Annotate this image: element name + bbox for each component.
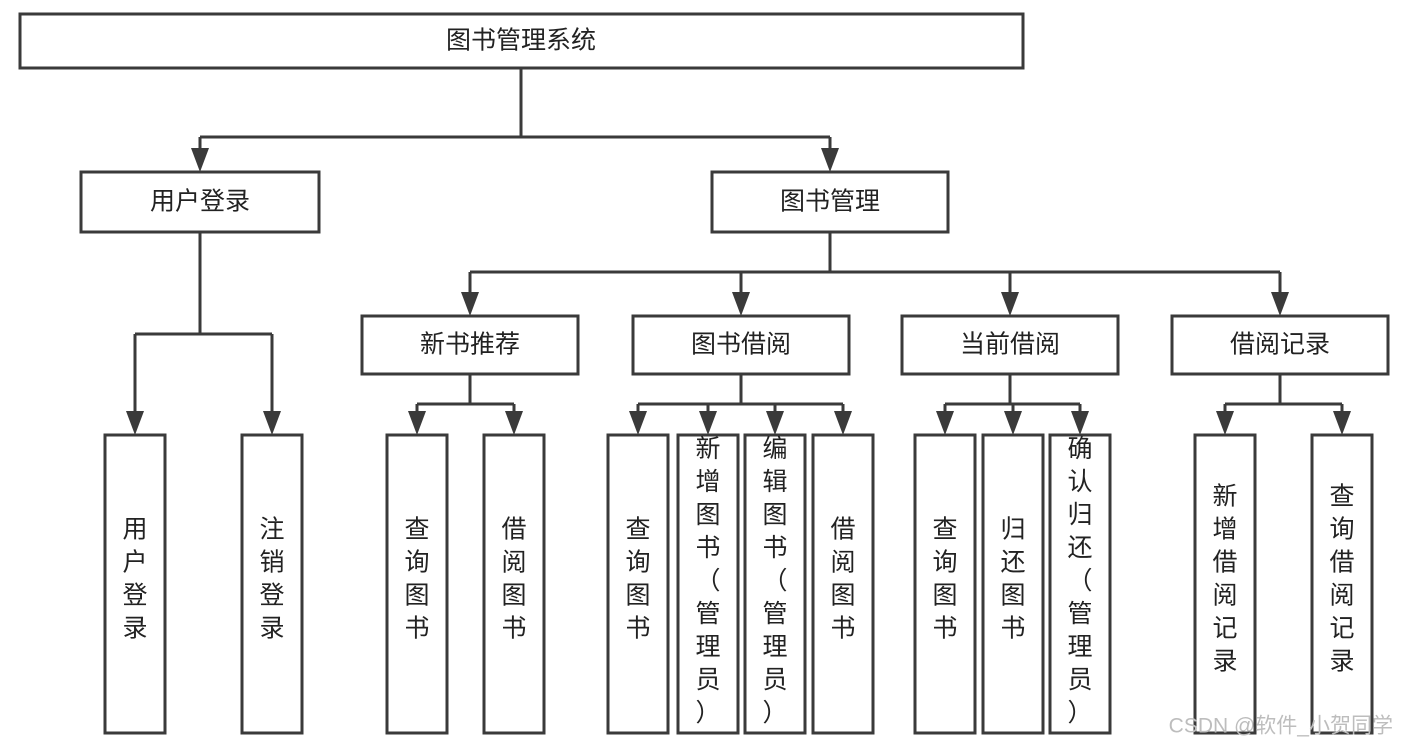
arrow-to-current-confirm-return (1071, 411, 1089, 435)
node-recommend-borrow-book[interactable]: 借阅图书 (482, 433, 546, 735)
node-recommend-query-book-box[interactable] (385, 433, 449, 735)
node-new-book-recommend-box[interactable] (360, 314, 580, 376)
node-recommend-borrow-book-box[interactable] (482, 433, 546, 735)
node-root-label: 图书管理系统 (446, 27, 596, 55)
node-user-login-logout-label: 注销登录 (259, 516, 284, 643)
leaf-group: 用户登录 注销登录 查询图书 借阅图书 查询图书 新增图书（管理员） 编辑图书（… (103, 433, 1374, 735)
node-current-query-book[interactable]: 查询图书 (913, 433, 977, 735)
node-new-book-recommend-label: 新书推荐 (420, 331, 520, 359)
node-recommend-query-book[interactable]: 查询图书 (385, 433, 449, 735)
arrow-to-borrow-edit-book (766, 411, 784, 435)
node-current-query-book-box[interactable] (913, 433, 977, 735)
node-borrow-edit-book-label: 编辑图书（管理员） (762, 435, 787, 727)
node-borrow-edit-book[interactable]: 编辑图书（管理员） (743, 433, 807, 735)
node-user-login-label: 用户登录 (150, 188, 250, 216)
arrow-to-borrow-borrow-book (834, 411, 852, 435)
node-user-login-login[interactable]: 用户登录 (103, 433, 167, 735)
node-borrow-add-book-label: 新增图书（管理员） (695, 435, 720, 727)
node-current-confirm-return-box[interactable] (1048, 433, 1112, 735)
arrow-to-user-login-login (126, 411, 144, 435)
node-current-borrow[interactable]: 当前借阅 (900, 314, 1120, 376)
edge-borrow-record-to-leaves (1223, 374, 1344, 419)
node-new-book-recommend[interactable]: 新书推荐 (360, 314, 580, 376)
node-record-add-label: 新增借阅记录 (1212, 483, 1237, 676)
node-current-borrow-box[interactable] (900, 314, 1120, 376)
node-root-box[interactable] (18, 12, 1025, 70)
node-user-login-logout[interactable]: 注销登录 (240, 433, 304, 735)
edge-group (126, 68, 1351, 435)
node-book-borrow[interactable]: 图书借阅 (631, 314, 851, 376)
arrow-to-borrow-add-book (699, 411, 717, 435)
node-current-return-book[interactable]: 归还图书 (981, 433, 1045, 735)
node-user-login-box[interactable] (79, 170, 321, 234)
edge-recommend-to-leaves (415, 374, 516, 419)
arrow-to-book-borrow (732, 292, 750, 316)
node-book-manage[interactable]: 图书管理 (710, 170, 950, 234)
arrow-to-record-add (1216, 411, 1234, 435)
arrow-to-borrow-record (1271, 292, 1289, 316)
node-borrow-edit-book-box[interactable] (743, 433, 807, 735)
node-book-manage-label: 图书管理 (780, 188, 880, 216)
node-borrow-add-book-box[interactable] (676, 433, 740, 735)
node-recommend-query-book-label: 查询图书 (404, 516, 429, 643)
node-current-return-book-label: 归还图书 (1000, 516, 1025, 643)
node-record-add[interactable]: 新增借阅记录 (1193, 433, 1257, 735)
node-borrow-borrow-book-label: 借阅图书 (830, 516, 855, 643)
arrow-to-current-query-book (936, 411, 954, 435)
arrow-to-user-login-logout (263, 411, 281, 435)
node-borrow-query-book[interactable]: 查询图书 (606, 433, 670, 735)
node-borrow-query-book-box[interactable] (606, 433, 670, 735)
node-borrow-record-label: 借阅记录 (1230, 331, 1330, 359)
node-book-borrow-box[interactable] (631, 314, 851, 376)
node-record-query-label: 查询借阅记录 (1329, 483, 1354, 676)
node-borrow-add-book[interactable]: 新增图书（管理员） (676, 433, 740, 735)
edge-book-borrow-to-leaves (636, 374, 845, 419)
node-root[interactable]: 图书管理系统 (18, 12, 1025, 70)
csdn-watermark: CSDN @软件_小贺同学 (1169, 715, 1393, 738)
node-record-add-box[interactable] (1193, 433, 1257, 735)
edge-book-manage-to-bus (468, 232, 1282, 300)
arrow-to-recommend-query-book (408, 411, 426, 435)
arrow-to-current-return-book (1004, 411, 1022, 435)
node-current-confirm-return-label: 确认归还（管理员） (1067, 435, 1092, 727)
node-record-query-box[interactable] (1310, 433, 1374, 735)
node-borrow-record[interactable]: 借阅记录 (1170, 314, 1390, 376)
node-current-borrow-label: 当前借阅 (960, 331, 1060, 359)
edge-user-login-to-leaves (133, 232, 274, 419)
node-borrow-borrow-book[interactable]: 借阅图书 (811, 433, 875, 735)
arrow-to-book-manage (821, 148, 839, 172)
edge-root-to-bus (198, 68, 832, 156)
node-book-borrow-label: 图书借阅 (691, 331, 791, 359)
arrow-to-user-login (191, 148, 209, 172)
node-borrow-record-box[interactable] (1170, 314, 1390, 376)
node-user-login-logout-box[interactable] (240, 433, 304, 735)
arrow-to-recommend-borrow-book (505, 411, 523, 435)
node-borrow-borrow-book-box[interactable] (811, 433, 875, 735)
node-borrow-query-book-label: 查询图书 (625, 516, 650, 643)
node-user-login-login-label: 用户登录 (122, 516, 147, 643)
node-current-return-book-box[interactable] (981, 433, 1045, 735)
node-user-login[interactable]: 用户登录 (79, 170, 321, 234)
node-current-query-book-label: 查询图书 (932, 516, 957, 643)
node-book-manage-box[interactable] (710, 170, 950, 234)
node-user-login-login-box[interactable] (103, 433, 167, 735)
node-current-confirm-return[interactable]: 确认归还（管理员） (1048, 433, 1112, 735)
node-record-query[interactable]: 查询借阅记录 (1310, 433, 1374, 735)
arrow-to-current-borrow (1001, 292, 1019, 316)
arrow-to-new-book-recommend (461, 292, 479, 316)
arrow-to-record-query (1333, 411, 1351, 435)
node-recommend-borrow-book-label: 借阅图书 (501, 516, 526, 643)
arrow-to-borrow-query-book (629, 411, 647, 435)
